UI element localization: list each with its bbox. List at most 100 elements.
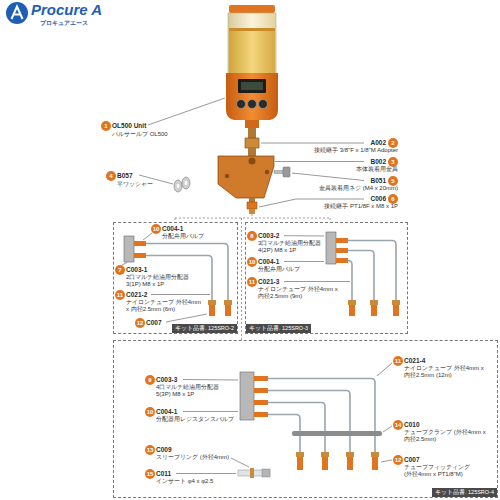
callout-number: 3 [388,157,398,167]
part-code: OL500 Unit [112,122,146,129]
kit-2-parts [124,236,232,316]
screw-head [283,167,290,177]
nylon-tube [348,261,352,301]
valve [254,400,268,405]
unit-button [248,100,257,109]
tube-fitting [370,300,378,305]
logo-mark [12,7,23,20]
callout-number: 8 [247,231,257,241]
branch-line [241,218,242,340]
part-code: C003-1 [126,266,147,273]
tube-fitting [371,305,377,316]
callout-number-text: 14 [395,422,402,428]
washer [182,177,190,189]
leader-line [148,98,225,125]
unit-display [238,79,266,93]
kit-4-parts [238,372,382,478]
callout-number: 14 [393,420,403,430]
callout-number: 5 [388,176,398,186]
callout-number-text: 7 [118,267,121,273]
part-code: B002 [370,158,386,165]
part-code: C021-3 [258,278,279,285]
tube-fitting [347,457,353,470]
nylon-tube [268,379,375,453]
part-code: C007 [146,319,162,326]
kit-number-tag: キット品番. 125SRO-4 [432,488,497,497]
logo-icon [6,2,28,24]
leader-line [176,473,236,474]
callout-number: 7 [115,265,125,275]
connector-fitting [247,202,257,209]
nylon-tube [268,391,350,453]
bracket-hole [249,158,256,165]
callout-number-text: 5 [391,178,394,184]
leader-line [377,363,392,376]
sleeve-ring [250,468,254,478]
tube-fitting [322,457,328,470]
part-description: 2口マルチ給油用分配器 3(1P) M8 x 1P [126,274,200,288]
tube-fitting [349,305,355,316]
unit-button [259,100,268,109]
callout-number-text: 11 [395,358,401,364]
callout-number: 12 [135,318,145,328]
part-code: C003-3 [156,376,177,383]
tube-fitting [371,452,379,457]
bracket-hole [265,170,269,174]
kit-number-tag: キット品番. 125SRO-2 [172,324,237,333]
callout-number-text: 10 [147,409,154,415]
unit-body [226,73,278,120]
leader-line [275,161,364,162]
leader-line [166,314,207,322]
unit-neck [245,120,259,128]
callout-number: 2 [388,138,398,148]
distributor-block [326,232,336,264]
part-description: 本体装着用金具 [356,166,398,173]
leader-lines [122,233,210,322]
part-description: 金具装着用ネジ (M4 x 20mm) [319,185,398,192]
callout-number-text: 12 [137,320,144,326]
valve [254,388,268,393]
tube-fitting [297,457,303,470]
leader-line [231,458,249,467]
tube-clamp [292,431,382,436]
washer-hole [177,184,180,188]
tube-fitting [392,300,400,305]
valve [336,258,348,263]
part-description: 平ワッシャー [117,181,153,188]
unit-cap [229,5,275,13]
valve [254,376,268,381]
valve [134,241,146,246]
part-description: チューブクランプ (外径4mm x 内径2.5mm) [404,429,488,443]
brand-logo: Procure A [31,1,102,19]
part-description: ナイロンチューブ 外径4mm x 内径2.5mm (9m) [258,286,338,300]
adapter-fitting [245,138,259,148]
leader-line [183,379,238,381]
callout-number-text: 11 [249,279,255,285]
part-code: C011 [156,470,171,477]
callout-number-text: 8 [250,233,253,239]
adapter-thread [248,128,256,138]
callout-number: 10 [247,257,257,267]
callout-number-text: 1 [104,123,107,129]
callout-number: 11 [393,356,403,366]
nylon-tube [268,403,325,453]
part-code: C004-1 [162,225,183,232]
part-description: インサート φ4 x φ2.5 [156,478,213,485]
callout-number: 12 [393,455,403,465]
part-code: C007 [404,456,420,463]
valve [336,238,348,243]
kit-number-tag: キット品番. 125SRO-3 [246,324,311,333]
part-description: 分配器用レジスタンスバルブ [156,416,234,423]
part-code: C021-2 [126,291,147,298]
part-description: 4口マルチ給油用分配器 5(3P) M8 x 1P [156,384,230,398]
callout-number-text: 2 [391,140,394,146]
callout-number-text: 11 [117,292,123,298]
part-code: C004-1 [258,258,279,265]
part-description: スリーブリング (外径4mm) [156,454,229,461]
leader-line [122,263,127,266]
leader-line [284,281,350,282]
part-description: パルサールブ OL500 [112,131,168,138]
callout-number-text: 10 [153,226,160,232]
